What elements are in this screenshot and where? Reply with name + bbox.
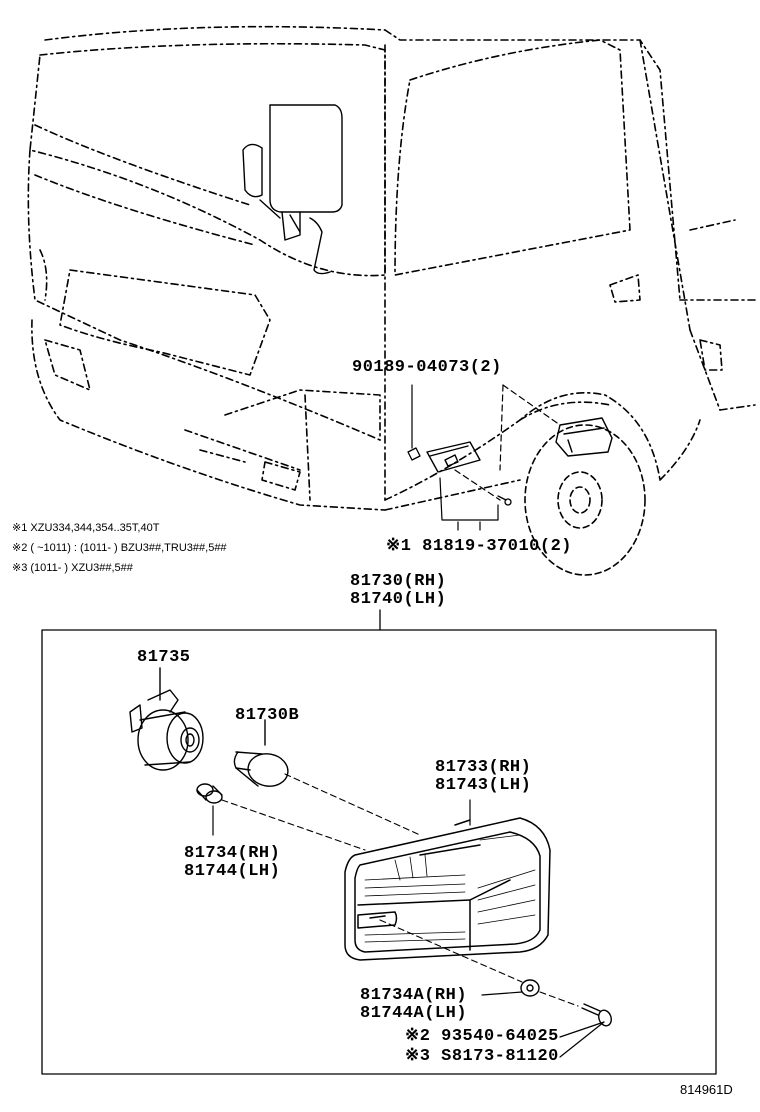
label-clip-bolt[interactable]: 90189-04073(2) (352, 358, 502, 377)
label-socket[interactable]: 81735 (137, 648, 191, 667)
gasket-ring (196, 783, 366, 851)
side-lamp-small (426, 441, 481, 473)
washer (379, 919, 540, 997)
truck-cab-outline (27, 25, 756, 576)
corner-lamp-small (555, 417, 613, 457)
label-lens-lh[interactable]: 81743(LH) (435, 776, 532, 795)
screw (539, 991, 612, 1058)
label-lens-rh[interactable]: 81733(RH) (435, 758, 532, 777)
label-washer-rh[interactable]: 81734A(RH) (360, 986, 468, 1005)
label-screw-2[interactable]: ※2 93540-64025 (405, 1027, 559, 1046)
note-3: ※3 (1011- ) XZU3##,5## (12, 562, 133, 574)
label-washer-lh[interactable]: 81744A(LH) (360, 1004, 468, 1023)
leaders-top (411, 384, 561, 531)
lamp-lens-assembly (344, 817, 551, 961)
label-screw-top[interactable]: ※1 81819-37010(2) (386, 537, 572, 556)
detail-frame (41, 629, 717, 1075)
label-gasket-lh[interactable]: 81744(LH) (184, 862, 281, 881)
label-assy-rh[interactable]: 81730(RH) (350, 572, 447, 591)
clip-bolt-small (407, 447, 421, 461)
note-1: ※1 XZU334,344,354..35T,40T (12, 522, 160, 534)
label-screw-3[interactable]: ※3 S8173-81120 (405, 1047, 559, 1066)
note-2: ※2 ( ~1011) : (1011- ) BZU3##,TRU3##,5## (12, 542, 227, 554)
bulb (233, 719, 421, 836)
label-bulb[interactable]: 81730B (235, 706, 300, 725)
label-gasket-rh[interactable]: 81734(RH) (184, 844, 281, 863)
bulb-socket (129, 667, 204, 771)
label-assy-lh[interactable]: 81740(LH) (350, 590, 447, 609)
side-mirror (242, 104, 343, 275)
screw-small (497, 495, 512, 506)
diagram-reference: 814961D (680, 1082, 733, 1097)
